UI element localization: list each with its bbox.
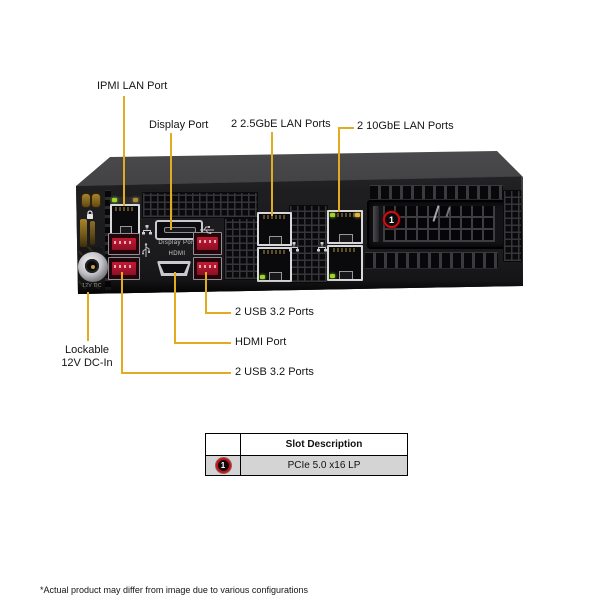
usb-icon <box>142 243 150 264</box>
slot-1-marker-badge: 1 <box>383 211 400 228</box>
vent-grid <box>503 190 522 262</box>
callout-line-display-port <box>170 133 172 230</box>
callout-line-10gbe-h <box>338 127 354 129</box>
displayport-panel-label: Display Port <box>158 240 196 246</box>
callout-hdmi-port: HDMI Port <box>235 336 287 348</box>
callout-usb-ports-top: 2 USB 3.2 Ports <box>235 306 314 318</box>
callout-line-hdmi-v <box>174 272 176 344</box>
callout-line-ipmi <box>123 96 125 206</box>
callout-line-hdmi-h <box>174 342 231 344</box>
usb-icon <box>200 221 216 239</box>
usb-port <box>193 232 222 255</box>
network-icon <box>289 239 299 257</box>
callout-line-usb-right-v <box>205 272 207 314</box>
antenna-mount <box>81 193 91 208</box>
pcie-slot-cover-vents <box>383 206 495 242</box>
usb-port <box>193 257 222 280</box>
chassis-brace <box>80 219 87 247</box>
callout-10gbe-lan-ports: 2 10GbE LAN Ports <box>357 120 454 132</box>
slot-1-table-badge: 1 <box>215 458 231 473</box>
vent-grid <box>224 218 259 280</box>
callout-line-usb-left-v <box>121 272 123 374</box>
dc-in-connector <box>77 251 109 283</box>
chassis-front-face: 12V DC Display Port HDMI <box>76 176 523 294</box>
slot-description-table: Slot Description 1 PCIe 5.0 x16 LP <box>205 433 408 476</box>
table-header-row: Slot Description <box>205 433 408 456</box>
callout-2-5gbe-lan-ports: 2 2.5GbE LAN Ports <box>231 118 331 130</box>
lan-port-2-5gbe-top <box>257 212 292 246</box>
callout-dc-in-line1: Lockable <box>64 344 110 356</box>
server-rear-panel: 12V DC Display Port HDMI <box>76 151 523 294</box>
ipmi-lan-port <box>110 204 140 236</box>
ipmi-led-strip <box>110 197 140 204</box>
callout-line-2-5gbe <box>271 132 273 216</box>
lan-port-2-5gbe-bottom <box>257 247 292 282</box>
callout-line-usb-right-h <box>205 312 231 314</box>
table-row: 1 PCIe 5.0 x16 LP <box>205 455 408 476</box>
network-icon <box>142 222 152 240</box>
callout-ipmi-lan-port: IPMI LAN Port <box>97 80 168 92</box>
vent-grid <box>142 192 258 218</box>
chassis-brace <box>90 221 95 245</box>
antenna-mount <box>91 193 101 208</box>
dc-in-pin <box>91 265 95 269</box>
hdmi-panel-label: HDMI <box>168 251 186 257</box>
table-header-description: Slot Description <box>240 433 408 456</box>
vent-row <box>370 185 503 200</box>
callout-display-port: Display Port <box>149 119 209 131</box>
table-cell-slot: 1 <box>205 455 241 476</box>
table-cell-description: PCIe 5.0 x16 LP <box>240 455 408 476</box>
pcie-bracket-bar <box>373 206 379 242</box>
callout-dc-in-line2: 12V DC-In <box>61 357 113 369</box>
lan-port-10gbe-bottom <box>327 245 363 281</box>
table-header-slot <box>205 433 241 456</box>
vent-row <box>365 252 498 269</box>
usb-port <box>108 257 140 280</box>
callout-line-usb-left-h <box>121 372 231 374</box>
usb-port <box>108 233 140 255</box>
callout-usb-ports-bottom: 2 USB 3.2 Ports <box>235 366 314 378</box>
footnote: *Actual product may differ from image du… <box>40 585 308 595</box>
callout-line-10gbe-v <box>338 127 340 212</box>
callout-dc-in: Lockable 12V DC-In <box>58 344 116 370</box>
callout-line-dc-in <box>87 292 89 341</box>
lock-icon <box>85 208 95 226</box>
lan-port-10gbe-top <box>327 210 363 244</box>
network-icon <box>317 239 327 257</box>
hdmi-connector <box>157 261 191 276</box>
chassis-bottom-shade <box>76 280 523 294</box>
